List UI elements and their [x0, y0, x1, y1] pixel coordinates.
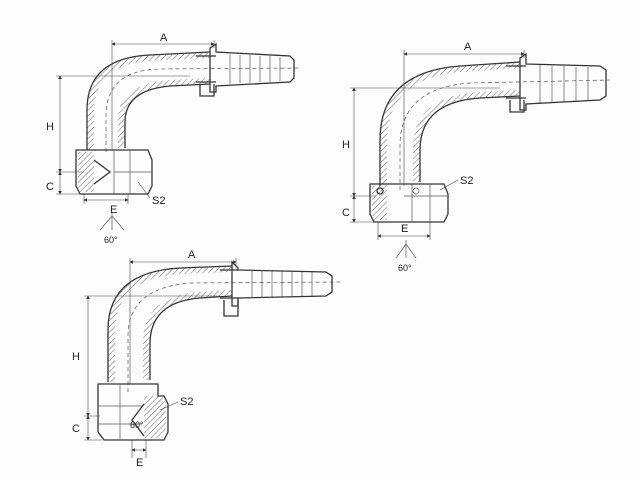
nut-flats	[98, 384, 142, 440]
dim-e-label: E	[110, 204, 117, 216]
dim-h-label: H	[46, 121, 54, 133]
dim-e-label: E	[401, 223, 408, 235]
nut-section	[78, 152, 94, 192]
nut-seat	[131, 403, 145, 437]
nut-section	[372, 186, 387, 220]
elbow-centerline	[399, 79, 611, 190]
s2-leader	[439, 179, 459, 191]
elbow-inner-wall	[124, 83, 211, 148]
elbow-wall-section	[87, 52, 210, 150]
dim-a-label: A	[160, 32, 168, 44]
collar	[196, 55, 216, 97]
fitting-drawing-1: A H C E S2 60°	[46, 32, 301, 245]
elbow-wall-section-inner	[118, 78, 210, 148]
elbow-outer-wall	[379, 61, 521, 186]
nut-section	[144, 396, 166, 438]
elbow-centerline	[105, 67, 301, 152]
dim-c-label: C	[72, 423, 80, 435]
cone-angle-symbol	[395, 240, 417, 259]
fitting-drawing-3: A H C E S2 60°	[72, 249, 341, 469]
swivel-nut	[75, 149, 153, 195]
dim-c-label: C	[46, 181, 54, 193]
elbow-wall-section-inner	[143, 290, 232, 380]
seal-ball	[376, 187, 384, 195]
dim-e-label: E	[136, 457, 143, 469]
fitting-drawing-2: A H C E S2 60°	[342, 41, 611, 273]
s2-label: S2	[180, 396, 193, 408]
dim-h-label: H	[72, 351, 80, 363]
elbow-wall-section	[380, 62, 520, 186]
angle-label: 60°	[104, 235, 118, 245]
swivel-nut	[369, 183, 449, 223]
collar	[506, 65, 526, 113]
s2-leader	[159, 401, 179, 411]
s2-leader	[137, 181, 151, 199]
elbow-centerline	[127, 281, 341, 392]
hose-tail-barbs	[251, 270, 313, 298]
collar	[220, 269, 239, 317]
angle-label: 60°	[398, 263, 412, 273]
elbow-wall-section	[108, 266, 232, 382]
elbow-outer-wall	[107, 265, 233, 382]
angle-label: 60°	[130, 420, 144, 430]
centre-mark	[412, 187, 420, 195]
hose-tail	[231, 260, 333, 307]
cone-angle-symbol	[99, 212, 125, 231]
dim-a-label: A	[464, 41, 472, 53]
swivel-nut	[97, 383, 169, 441]
nut-flats	[113, 150, 152, 194]
elbow-wall-section-inner	[413, 90, 520, 182]
nut-flats	[404, 184, 448, 222]
hose-tail-barbs	[539, 65, 589, 103]
hose-tail-barbs	[229, 54, 281, 84]
dim-h-label: H	[342, 139, 350, 151]
dim-c-label: C	[342, 207, 350, 219]
elbow-outer-wall	[86, 51, 211, 150]
dim-a-label: A	[188, 249, 196, 261]
nut-seat	[93, 159, 112, 185]
s2-label: S2	[152, 195, 165, 207]
s2-label: S2	[460, 175, 473, 187]
